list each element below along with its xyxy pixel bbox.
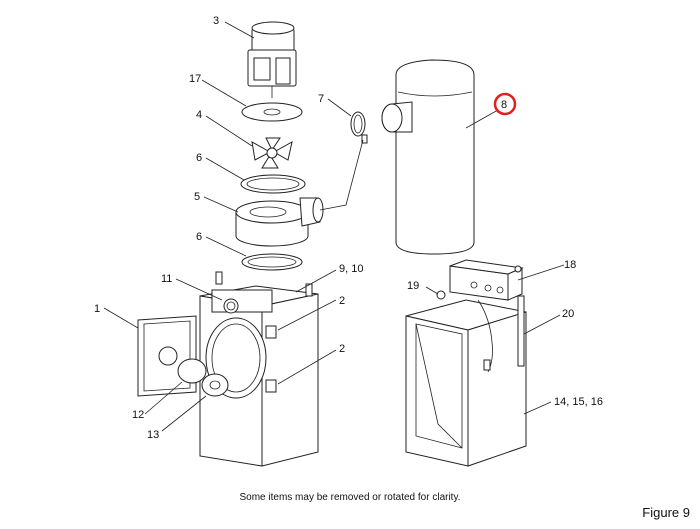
callout-11: 11 [161,273,172,285]
filter-bag [381,59,475,255]
callout-13: 13 [147,429,159,441]
callout-1: 1 [94,303,100,315]
callout-20: 20 [562,308,574,320]
motor [247,21,297,98]
gasket-upper [240,174,306,194]
cord [477,295,525,373]
highlight-ring [493,92,517,116]
main-enclosure [199,271,319,467]
leader-lines [103,21,565,432]
access-door [137,315,197,397]
callout-4: 4 [196,109,202,121]
callout-5: 5 [194,191,200,203]
callout-3: 3 [213,15,219,27]
callout-14-15-16: 14, 15, 16 [554,396,603,408]
figure-label: Figure 9 [642,505,690,520]
callout-2-lower: 2 [339,343,345,355]
control-box [449,259,524,301]
connector [436,290,446,300]
filter-enclosure [405,299,527,467]
figure-caption: Some items may be removed or rotated for… [239,492,461,503]
blower-housing [235,197,324,247]
callout-7: 7 [318,93,324,105]
mounting-plate [241,102,303,122]
callout-17: 17 [189,73,201,85]
callout-19: 19 [407,280,419,292]
callout-6-lower: 6 [196,231,202,243]
gasket-lower [241,253,303,271]
callout-8: 8 [501,99,507,111]
callout-12: 12 [132,409,144,421]
callout-18: 18 [564,259,576,271]
hose-clamp [350,111,368,144]
door-discs [177,358,229,397]
callout-6-upper: 6 [196,152,202,164]
fan-impeller [251,137,293,169]
callout-9-10: 9, 10 [339,263,363,275]
callout-2-upper: 2 [339,295,345,307]
